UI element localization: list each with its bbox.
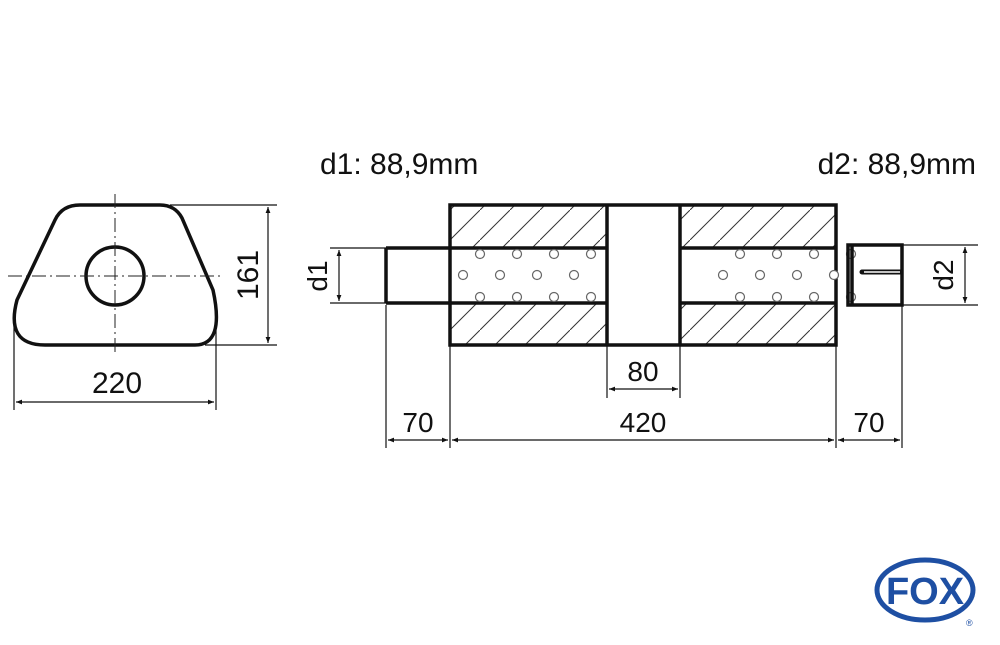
- perforation-hole: [457, 269, 469, 281]
- inlet-length-dimension: 70: [402, 407, 433, 438]
- perforation-hole: [474, 291, 486, 303]
- perforation-hole: [717, 269, 729, 281]
- perforation-hole: [568, 269, 580, 281]
- svg-text:®: ®: [966, 618, 973, 628]
- width-dimension: 220: [92, 367, 142, 400]
- body-length-dimension: 420: [620, 407, 667, 438]
- perforation-hole: [548, 248, 560, 260]
- perforation-hole: [771, 248, 783, 260]
- d1-diameter-label: d1: 88,9mm: [320, 148, 478, 181]
- chamber-dimension: 80: [627, 356, 658, 387]
- perforation-hole: [791, 269, 803, 281]
- perforation-hole: [511, 248, 523, 260]
- perforation-hole: [494, 269, 506, 281]
- outlet-length-dimension: 70: [853, 407, 884, 438]
- d1-marker: d1: [302, 260, 333, 291]
- height-dimension: 161: [232, 250, 265, 300]
- perforation-hole: [771, 291, 783, 303]
- side-view: d1 d2 80 70 420 70: [302, 203, 978, 448]
- perforation-hole: [808, 248, 820, 260]
- cross-section-view: 220 161: [8, 194, 277, 410]
- perforation-hole: [734, 291, 746, 303]
- perforation-hole: [511, 291, 523, 303]
- perforation-hole: [734, 248, 746, 260]
- perforation-hole: [808, 291, 820, 303]
- d2-marker: d2: [928, 259, 959, 290]
- d2-diameter-label: d2: 88,9mm: [818, 148, 976, 181]
- perforation-hole: [548, 291, 560, 303]
- perforation-hole: [754, 269, 766, 281]
- perforation-hole: [531, 269, 543, 281]
- perforation-hole: [474, 248, 486, 260]
- perforation-hole: [585, 248, 597, 260]
- perforation-hole: [585, 291, 597, 303]
- perforation-hole: [828, 269, 840, 281]
- fox-logo: FOX ®: [874, 557, 976, 628]
- svg-text:FOX: FOX: [886, 571, 965, 613]
